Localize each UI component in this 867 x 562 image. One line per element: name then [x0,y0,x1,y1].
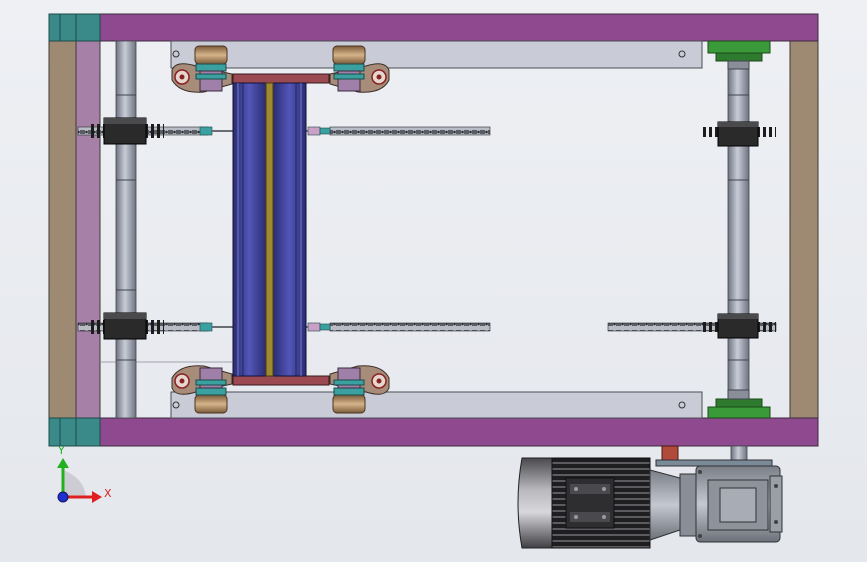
bearing-top-right [707,40,771,54]
guide-plates [170,40,703,419]
frame-left-inner-rail [75,39,101,419]
triad-x-label: X [104,487,112,500]
guide-plate-bottom [170,391,703,419]
roller-bottom-left [194,394,228,414]
frame-bottom-rail [99,417,819,447]
sprocket-right-top [702,121,776,147]
sprocket-left-top [88,117,164,145]
roller-top-right [332,45,366,65]
sprockets [88,117,776,340]
carriage-body-right [272,82,307,377]
chain-bottom-middle [329,322,491,332]
right-bearings [707,40,771,419]
corner-block-bottom-left [48,417,101,447]
frame-right-post [789,39,819,419]
frame-top-rail [99,13,819,42]
roller-brackets-top [171,45,390,93]
roller-brackets-bottom [171,365,390,414]
carriage-center-strip [265,82,274,377]
left-shaft [115,40,137,419]
xyz-triad-icon: X Y [57,444,112,503]
roller-bottom-right [332,394,366,414]
carriage [232,73,330,386]
carriage-bottom-plate [232,375,330,386]
carriage-top-plate [232,73,330,84]
corner-block-top-left [48,13,101,42]
roller-top-left [194,45,228,65]
carriage-body-left [232,82,267,377]
chain-top-right [329,126,491,136]
chains [77,126,777,332]
right-shaft [727,40,750,419]
frame-left-post [48,39,77,419]
gearbox-icon [655,445,783,543]
triad-z-axis [57,491,69,503]
guide-plate-top [170,40,703,69]
frame [48,13,819,447]
electric-motor-icon [517,457,697,549]
bearing-bottom-right [707,406,771,419]
sprocket-left-bottom [88,312,164,340]
triad-y-label: Y [57,444,65,457]
sprocket-right-bottom [702,313,776,339]
